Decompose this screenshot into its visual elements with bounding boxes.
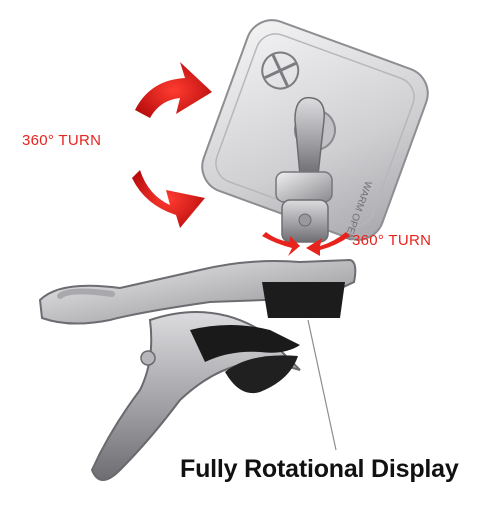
rotation-arrow-icon: [132, 62, 212, 228]
clip-body: [38, 258, 357, 481]
turn-label-left: 360° TURN: [22, 132, 102, 149]
logo-x-icon: [261, 51, 300, 90]
swivel-neck: [275, 96, 333, 243]
rotation-arrow-icon: [262, 232, 350, 256]
turn-label-right: 360° TURN: [352, 232, 432, 249]
caption: Fully Rotational Display: [180, 455, 459, 483]
